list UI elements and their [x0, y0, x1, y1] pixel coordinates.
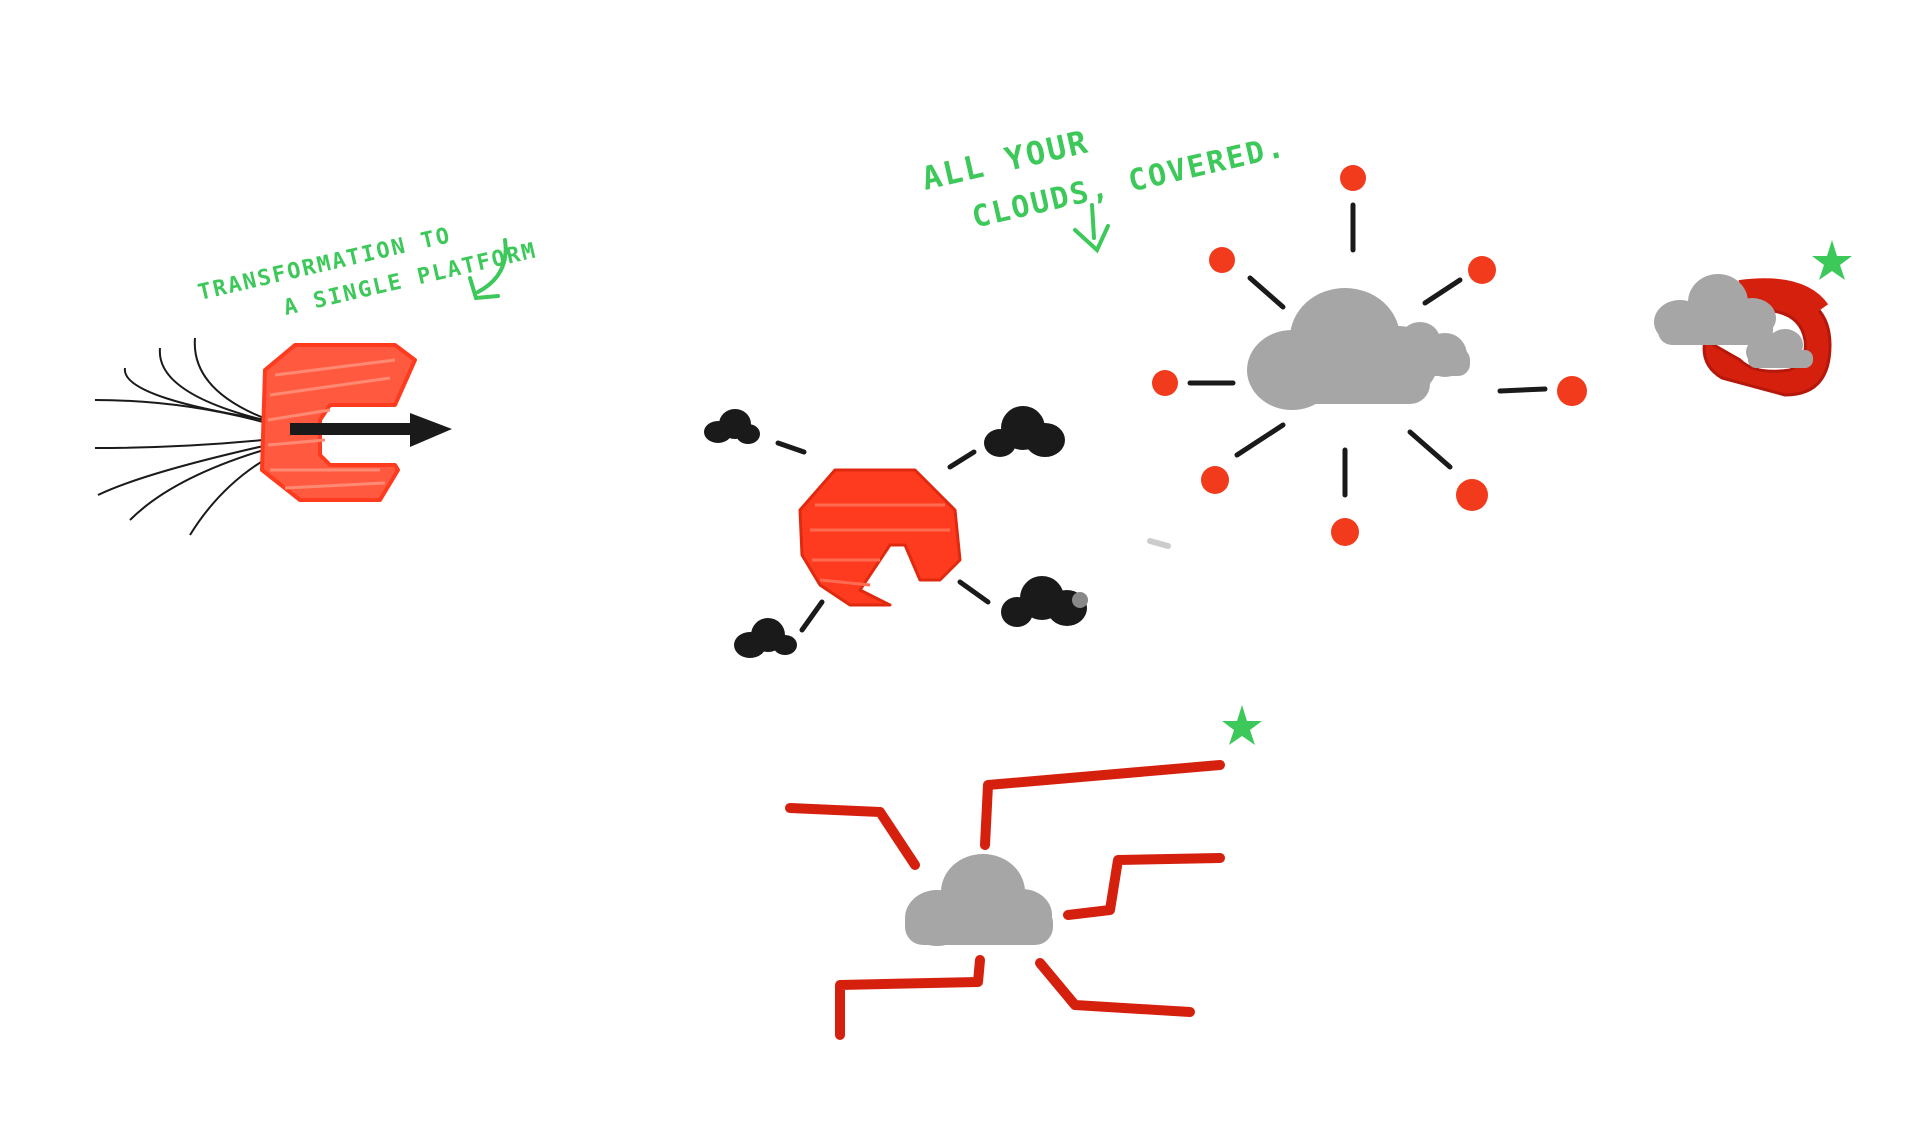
arrow-icon	[290, 413, 452, 447]
clouds-covered-sketch: ALL YOUR CLOUDS, COVERED.	[918, 122, 1587, 546]
hub-logo-icon	[798, 468, 962, 607]
red-dot-icon	[1209, 247, 1235, 273]
green-arrow-icon	[468, 238, 508, 301]
green-arrow-icon	[1073, 203, 1110, 254]
transformation-sketch: TRANSFORMATION TO A SINGLE PLATFORM	[94, 223, 540, 536]
transformation-c-logo-icon	[260, 343, 417, 502]
red-dot-icon	[1468, 256, 1496, 284]
red-dot-icon	[1340, 165, 1366, 191]
clouds-note: ALL YOUR CLOUDS, COVERED.	[918, 122, 1289, 235]
grey-cloud-icon	[1400, 322, 1470, 377]
hub-sketch	[704, 406, 1171, 658]
star-icon	[1812, 240, 1852, 280]
black-cloud-icon	[984, 406, 1065, 457]
red-dot-icon	[1331, 518, 1359, 546]
black-cloud-icon	[734, 618, 797, 658]
black-cloud-icon	[704, 409, 760, 444]
red-dot-icon	[1201, 466, 1229, 494]
red-dot-icon	[1557, 376, 1587, 406]
red-lines-diagram	[785, 760, 1225, 1040]
star-icon	[1222, 705, 1262, 745]
red-dot-icon	[1456, 479, 1488, 511]
grey-cloud-icon	[1654, 274, 1776, 345]
red-dots	[1152, 165, 1587, 546]
grey-cloud-icon	[905, 854, 1053, 946]
hub-connectors	[775, 440, 991, 633]
spokes	[1187, 202, 1548, 498]
red-dot-icon	[1152, 370, 1178, 396]
grey-dash	[1147, 538, 1171, 549]
transformation-note: TRANSFORMATION TO A SINGLE PLATFORM	[196, 223, 540, 321]
logo-with-clouds-sketch	[1654, 240, 1852, 397]
grey-cloud-icon	[1746, 329, 1813, 368]
black-cloud-icon	[1001, 576, 1088, 627]
